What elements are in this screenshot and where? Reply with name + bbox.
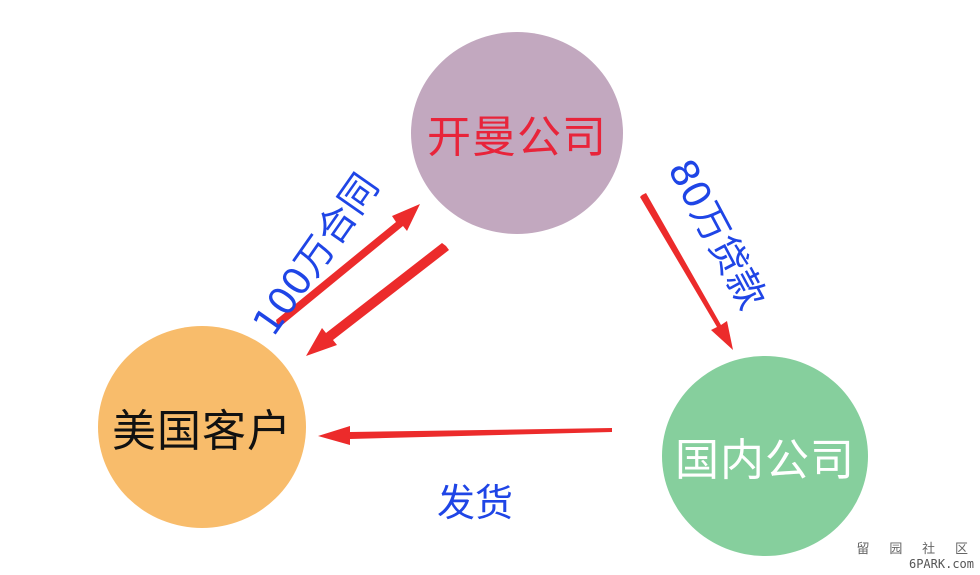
cayman-company-node: 开曼公司	[411, 32, 623, 234]
arrow-left-to-top	[276, 204, 420, 326]
arrow-right-to-left	[318, 426, 612, 445]
watermark-line1: 留 园 社 区	[856, 542, 974, 557]
arrow-top-to-left	[306, 243, 449, 356]
us-customer-label: 美国客户	[112, 406, 292, 457]
us-customer-node: 美国客户	[98, 326, 306, 528]
watermark-line2: 6PARK.com	[908, 557, 974, 571]
shipment-edge-label: 发货	[436, 481, 513, 525]
domestic-company-node: 国内公司	[662, 356, 868, 556]
arrow-top-to-right	[640, 193, 733, 350]
cayman-company-label: 开曼公司	[427, 112, 607, 163]
site-watermark: 留 园 社 区 6PARK.com	[856, 542, 974, 572]
domestic-company-label: 国内公司	[675, 435, 855, 486]
